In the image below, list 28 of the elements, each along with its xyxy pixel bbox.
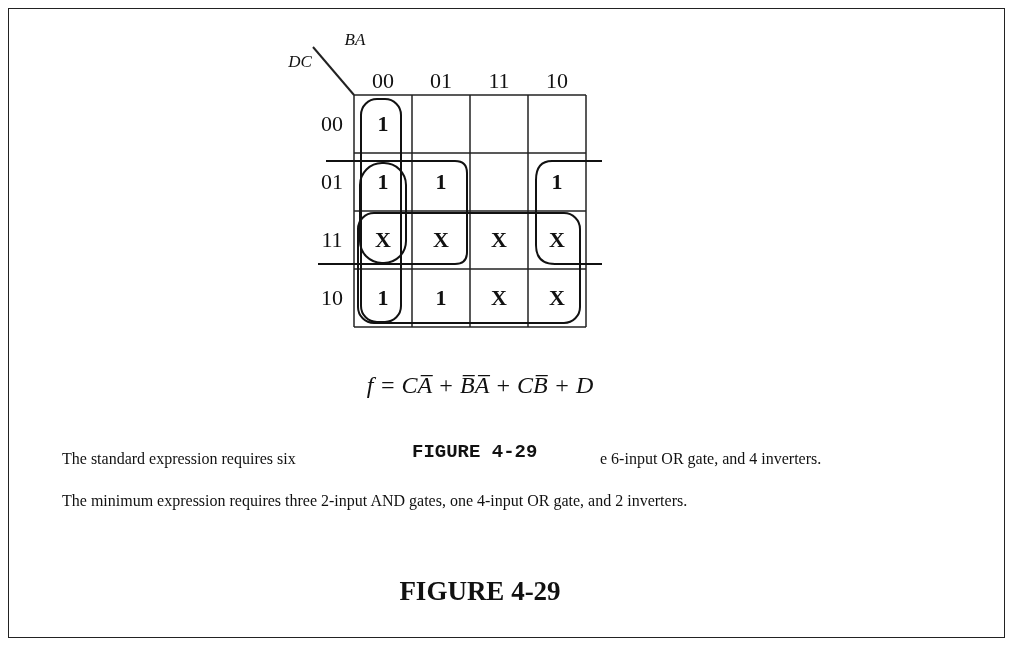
k-map-cell-value: X bbox=[549, 227, 565, 253]
k-map-header: 10 bbox=[546, 68, 568, 94]
variable-label: BA bbox=[344, 30, 366, 50]
note-text: e 6-input OR gate, and 4 inverters. bbox=[600, 450, 822, 468]
k-map-cell-value: 1 bbox=[377, 169, 389, 195]
k-map-header: 01 bbox=[321, 169, 343, 195]
boolean-equation: f = CA̅ + B̅A̅ + CB̅ + D bbox=[366, 371, 594, 399]
k-map-cell-value: 1 bbox=[435, 169, 447, 195]
k-map-cell-value: X bbox=[491, 285, 507, 311]
note-text: The minimum expression requires three 2-input AND gates, one 4-input OR gate, and 2 inverters. bbox=[62, 492, 688, 510]
k-map-cell-value: X bbox=[433, 227, 449, 253]
k-map-header: 11 bbox=[488, 68, 510, 94]
k-map-header: 00 bbox=[321, 111, 343, 137]
k-map-cell-value: X bbox=[375, 227, 391, 253]
figure-caption: FIGURE 4-29 bbox=[399, 577, 561, 607]
k-map-header: 11 bbox=[321, 227, 343, 253]
k-map-cell-value: X bbox=[549, 285, 565, 311]
k-map-header: 10 bbox=[321, 285, 343, 311]
variable-label: DC bbox=[288, 52, 312, 72]
figure-label: FIGURE 4-29 bbox=[412, 442, 538, 463]
note-text: The standard expression requires six bbox=[62, 450, 296, 468]
k-map-cell-value: X bbox=[491, 227, 507, 253]
k-map-cell-value: 1 bbox=[551, 169, 563, 195]
k-map-cell-value: 1 bbox=[435, 285, 447, 311]
k-map-header: 00 bbox=[372, 68, 394, 94]
k-map-header: 01 bbox=[430, 68, 452, 94]
k-map-cell-value: 1 bbox=[377, 111, 389, 137]
k-map-cell-value: 1 bbox=[377, 285, 389, 311]
